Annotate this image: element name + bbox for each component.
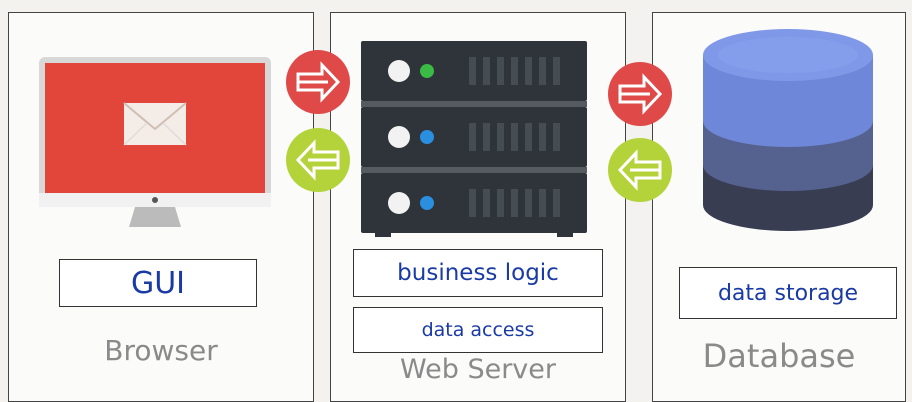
arrow-right-icon [286, 50, 350, 114]
data-access-box: data access [353, 307, 603, 353]
data-access-label: data access [421, 319, 535, 341]
database-panel: data storage Database [652, 12, 906, 402]
gui-box: GUI [59, 259, 257, 307]
data-storage-box: data storage [679, 267, 897, 319]
webserver-panel: business logic data access Web Server [330, 12, 626, 402]
monitor-icon [39, 57, 271, 227]
arrow-right-icon [608, 62, 672, 126]
data-storage-label: data storage [717, 280, 859, 306]
arrow-left-icon [608, 138, 672, 202]
server-rack-icon [361, 41, 587, 237]
business-logic-label: business logic [397, 260, 559, 286]
business-logic-box: business logic [353, 249, 603, 297]
database-cylinder-icon [703, 29, 873, 231]
browser-caption: Browser [104, 334, 218, 367]
gui-label: GUI [130, 265, 186, 301]
browser-panel: GUI Browser [8, 12, 314, 402]
webserver-caption: Web Server [400, 354, 556, 385]
database-caption: Database [702, 337, 856, 375]
envelope-icon [123, 102, 187, 146]
arrow-left-icon [286, 128, 350, 192]
